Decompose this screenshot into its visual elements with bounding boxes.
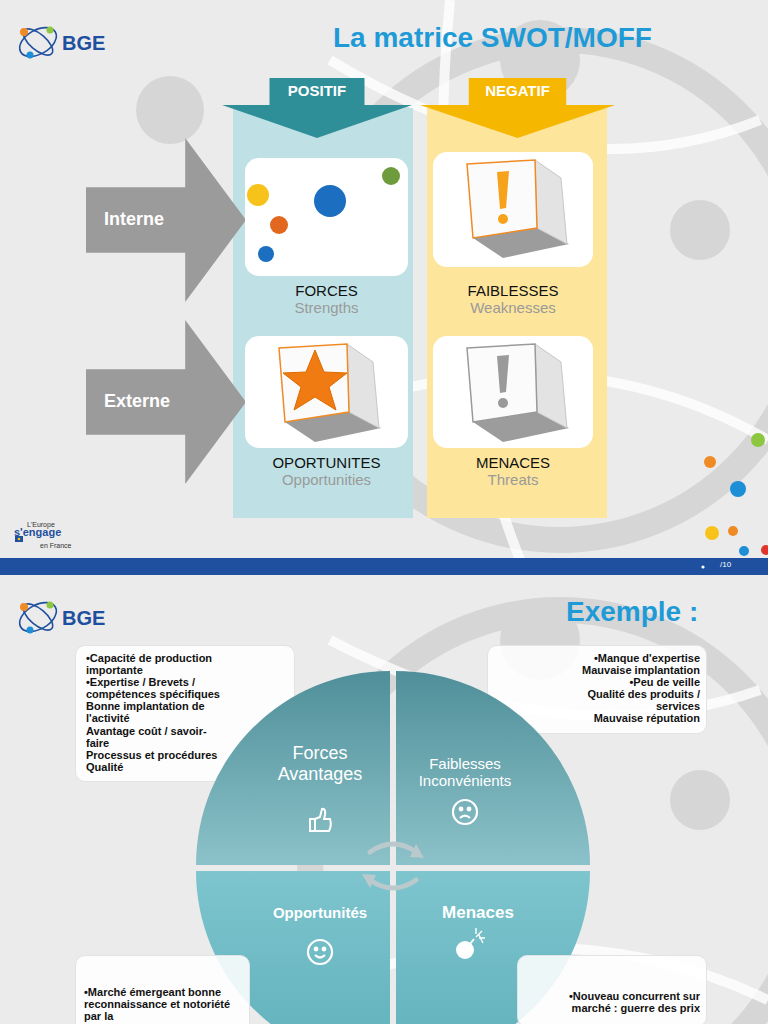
example-item: Bonne implantation de l'activité	[86, 700, 226, 724]
node-text-group: NEGATIF	[468, 82, 567, 99]
europe-logo-text: en France	[40, 542, 72, 549]
icon	[310, 809, 331, 831]
node-text-group: Faiblesses Inconvénients	[398, 755, 532, 790]
example-item: Qualité des produits / services	[548, 688, 700, 712]
node-label: Interne	[104, 209, 184, 230]
europe-logo-text: s'engage	[14, 527, 61, 538]
node-text-group: Interne	[104, 209, 184, 230]
node-text-group: Externe	[104, 391, 184, 412]
example-item: •Nouveau concurrent sur marché : guerre …	[558, 990, 700, 1014]
cell-subheading: Threats	[433, 471, 593, 488]
node-text-group: OPORTUNITESOpportunities	[245, 454, 408, 489]
example-textbox: •Capacité de production importante•Exper…	[75, 645, 295, 782]
icon	[279, 344, 381, 442]
swot-cell: MENACESThreats	[433, 336, 593, 496]
node-text-group: FORCESStrengths	[245, 282, 408, 317]
logo-text: BGE	[62, 608, 105, 628]
cell-heading: MENACES	[433, 454, 593, 471]
example-item: Mauvaise réputation	[548, 712, 700, 724]
swot-quadrant: Forces Avantages	[196, 671, 390, 865]
example-item: •Marché émergeant bonne reconnaissance e…	[84, 986, 237, 1022]
logo-text: BGE	[62, 33, 105, 53]
swot-cell: FAIBLESSESWeaknesses	[433, 152, 593, 324]
page-number: /10	[720, 561, 731, 569]
icon	[453, 800, 477, 824]
node-label: Externe	[104, 391, 184, 412]
example-item: •Expertise / Brevets / compétences spéci…	[86, 676, 226, 700]
row-header: Interne	[86, 138, 246, 302]
cell-heading: FAIBLESSES	[433, 282, 593, 299]
swot-cell: FORCESStrengths	[245, 158, 408, 326]
example-textbox: •Nouveau concurrent sur marché : guerre …	[517, 955, 707, 1024]
example-item: •Capacité de production importante	[86, 652, 226, 676]
cell-subheading: Opportunities	[245, 471, 408, 488]
node-label: Forces Avantages	[250, 743, 390, 784]
slide-title: Exemple :	[566, 598, 698, 626]
column-header: POSITIF	[222, 78, 412, 138]
cell-subheading: Strengths	[245, 299, 408, 316]
swot-cell: OPORTUNITESOpportunities	[245, 336, 408, 496]
column-header: NEGATIF	[420, 78, 615, 138]
node-text-group: •Nouveau concurrent sur marché : guerre …	[518, 956, 708, 1024]
icon	[467, 344, 569, 442]
slide-title: La matrice SWOT/MOFF	[333, 22, 652, 54]
node-text-group: POSITIF	[269, 82, 365, 99]
node-text-group: Opportunités	[250, 904, 390, 921]
node-text-group: •Marché émergeant bonne reconnaissance e…	[76, 956, 251, 1024]
cell-subheading: Weaknesses	[433, 299, 593, 316]
icon	[247, 167, 400, 262]
cell-heading: FORCES	[245, 282, 408, 299]
swot-quadrant: Faiblesses Inconvénients	[396, 671, 590, 865]
row-header: Externe	[86, 320, 246, 484]
cell-heading: OPORTUNITES	[245, 454, 408, 471]
example-item: Processus et procédures Qualité	[86, 749, 226, 773]
node-text-group: MENACESThreats	[433, 454, 593, 489]
node-text-group: •Manque d'expertiseMauvaise implantation…	[488, 646, 708, 733]
node-label: Menaces	[403, 903, 553, 923]
icon	[456, 928, 485, 959]
node-label: NEGATIF	[468, 82, 567, 99]
example-textbox: •Manque d'expertiseMauvaise implantation…	[487, 645, 707, 734]
icon	[308, 940, 332, 964]
node-text-group: Forces Avantages	[250, 743, 390, 784]
node-label: POSITIF	[269, 82, 365, 99]
icon	[467, 160, 569, 258]
node-label: Opportunités	[250, 904, 390, 921]
node-text-group: •Capacité de production importante•Exper…	[76, 646, 296, 781]
example-item: •Manque d'expertise	[548, 652, 700, 664]
example-item: Avantage coût / savoir-faire	[86, 725, 226, 749]
node-text-group: Menaces	[403, 903, 553, 923]
node-label: Faiblesses Inconvénients	[398, 755, 532, 790]
example-item: Mauvaise implantation	[548, 664, 700, 676]
example-item: •Peu de veille	[548, 676, 700, 688]
example-textbox: •Marché émergeant bonne reconnaissance e…	[75, 955, 250, 1024]
node-text-group: FAIBLESSESWeaknesses	[433, 282, 593, 317]
